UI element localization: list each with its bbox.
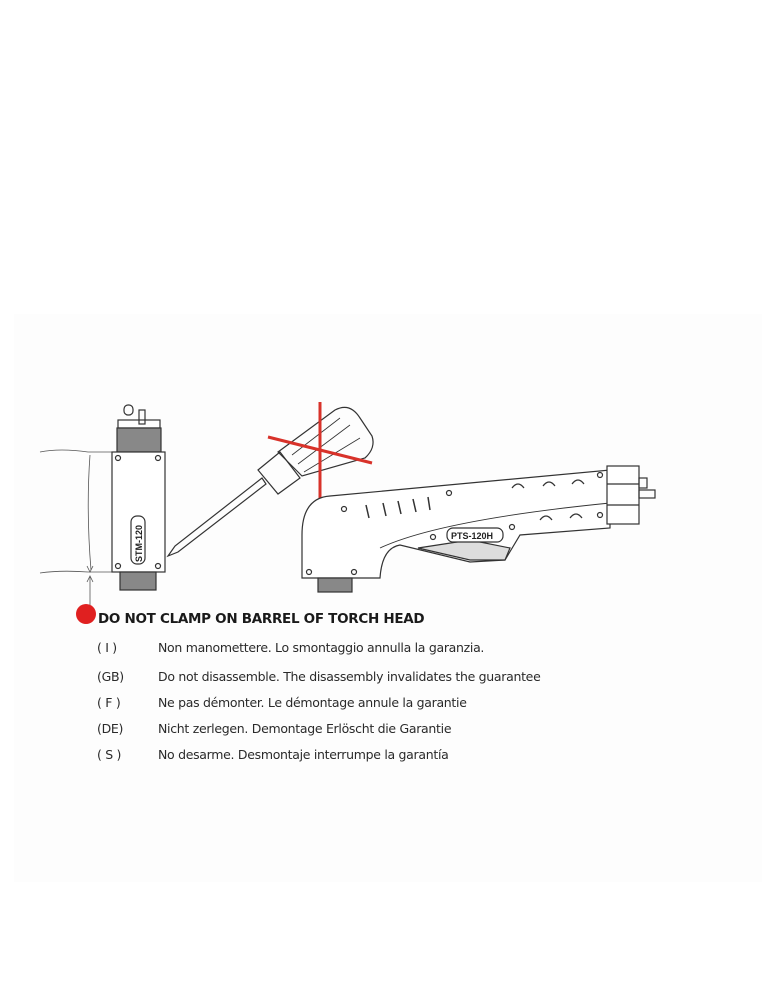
prohibited-x-mark [267,402,373,516]
translation-row-es: ( S ) No desarme. Desmontaje interrumpe l… [97,747,449,762]
clamp-dimension-lines [39,449,112,605]
translation-text: Do not disassemble. The disassembly inva… [158,669,541,684]
stm-120-torch-head: STM-120 [111,404,166,591]
scanned-page-area [14,314,762,882]
translation-text: Ne pas démonter. Le démontage annule la … [158,695,467,710]
translation-row-it: ( I ) Non manomettere. Lo smontaggio annu… [97,640,484,655]
translation-row-gb: (GB) Do not disassemble. The disassembly … [97,669,541,684]
language-code: ( F ) [97,695,121,710]
warning-title: DO NOT CLAMP ON BARREL OF TORCH HEAD [98,611,425,627]
language-code: ( S ) [97,747,122,762]
warning-marker-dot [76,604,96,624]
screwdriver-icon [166,406,374,558]
translation-text: No desarme. Desmontaje interrumpe la gar… [158,747,449,762]
stm-120-label: STM-120 [134,525,144,562]
translation-text: Nicht zerlegen. Demontage Erlöscht die G… [158,721,452,736]
language-code: ( I ) [97,640,117,655]
pts-120h-label: PTS-120H [451,531,493,541]
translation-text: Non manomettere. Lo smontaggio annulla l… [158,640,485,655]
language-code: (GB) [97,669,124,684]
translation-row-de: (DE) Nicht zerlegen. Demontage Erlöscht d… [97,721,452,736]
pts-120h-torch: PTS-120H [301,465,656,593]
translation-row-fr: ( F ) Ne pas démonter. Le démontage annul… [97,695,467,710]
language-code: (DE) [97,721,124,736]
